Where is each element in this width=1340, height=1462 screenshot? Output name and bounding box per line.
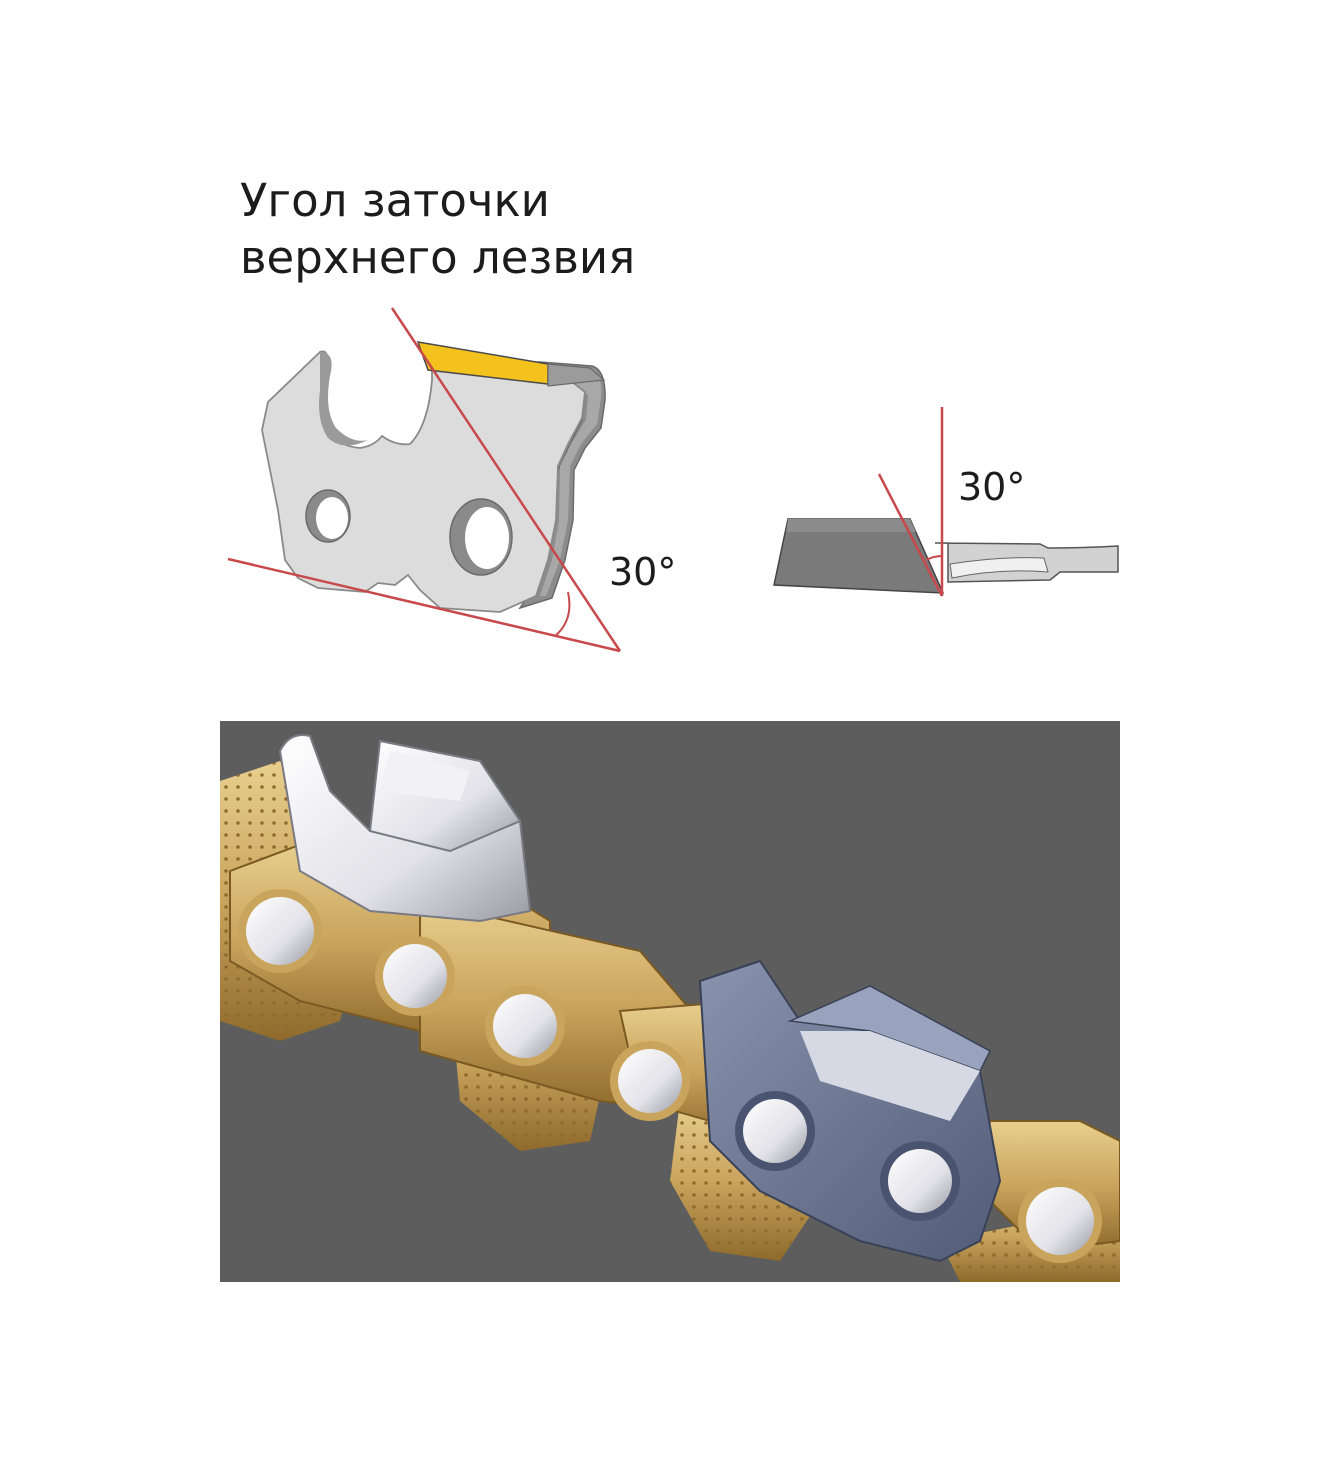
base-line	[227, 557, 621, 653]
tooth-hook-shadow	[319, 352, 368, 446]
angle-arc-left	[554, 591, 571, 637]
rivet-hole-small-inner	[316, 497, 348, 539]
blade-dark-highlight	[786, 519, 916, 532]
angle-arc-right	[925, 555, 943, 561]
diagram-title: Угол заточки верхнего лезвия	[240, 172, 635, 286]
sharpening-line-top	[877, 473, 944, 597]
rivets	[238, 889, 1102, 1263]
tooth-depth-face	[540, 364, 602, 596]
chain-render-photo	[220, 721, 1120, 1282]
rivet-hole-large-inner	[465, 507, 509, 569]
angle-label-side: 30°	[609, 550, 677, 594]
title-line-1: Угол заточки	[240, 174, 550, 227]
sharpening-line	[390, 307, 622, 652]
angle-label-top: 30°	[958, 465, 1026, 509]
tooth-side-view	[227, 307, 1119, 653]
rear-cutter	[278, 734, 532, 923]
top-plate-end	[547, 363, 606, 387]
chain-render	[220, 721, 1120, 1282]
tooth-body	[261, 350, 586, 613]
blade-edge-curve	[949, 557, 1049, 579]
title-line-2: верхнего лезвия	[240, 231, 636, 284]
